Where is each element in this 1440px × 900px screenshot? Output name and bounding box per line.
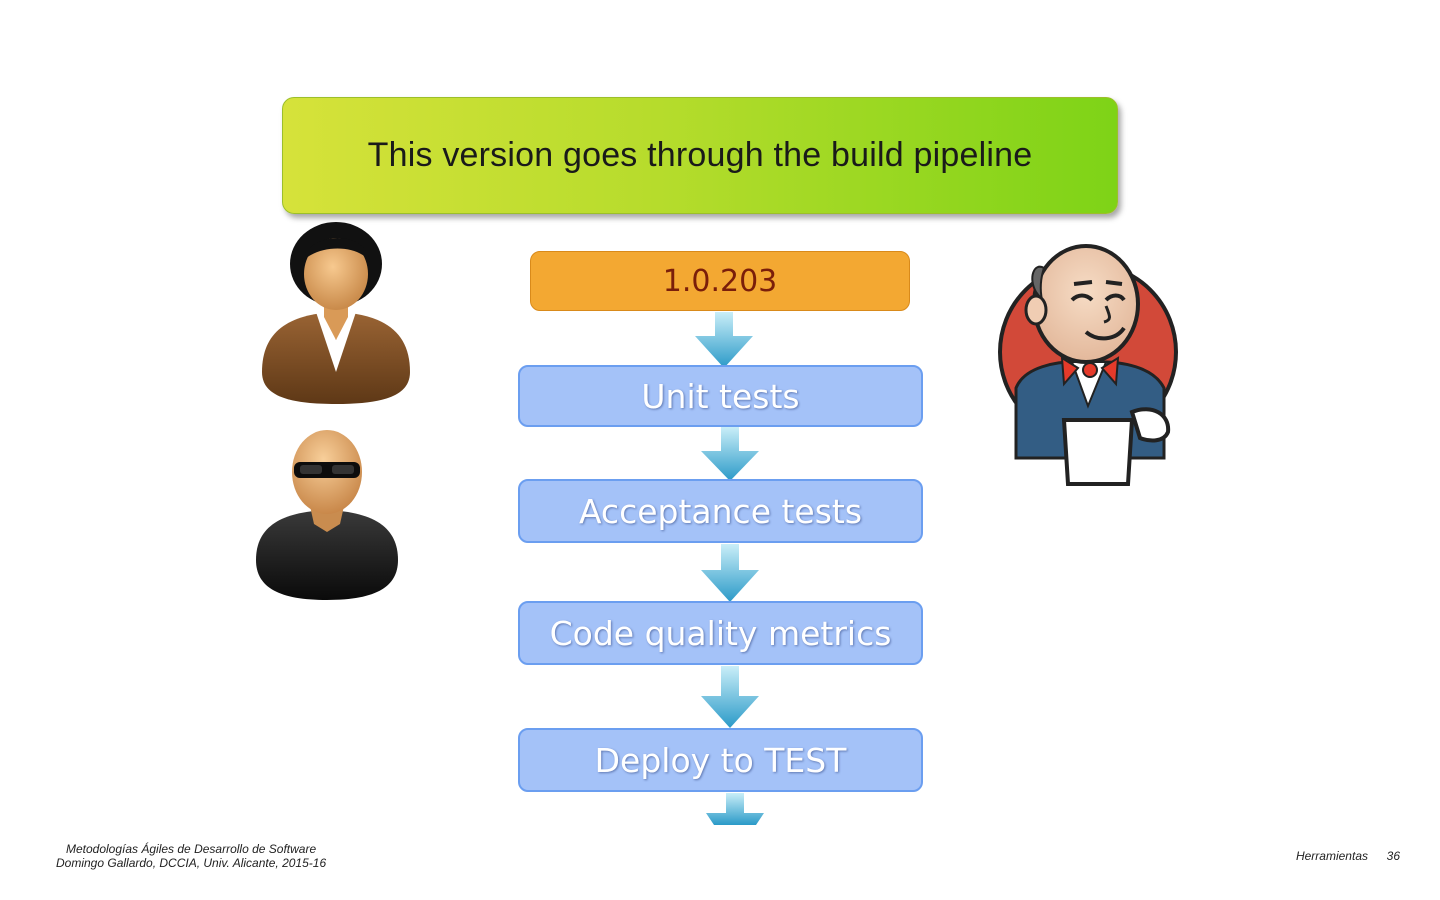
- stage-label: Code quality metrics: [549, 613, 892, 653]
- page-number: 36: [1386, 849, 1400, 863]
- slide-title: This version goes through the build pipe…: [367, 136, 1033, 174]
- footer-author: Domingo Gallardo, DCCIA, Univ. Alicante,…: [56, 856, 327, 870]
- jenkins-butler-icon: [998, 244, 1178, 486]
- down-arrow-icon: [695, 312, 753, 368]
- down-arrow-icon: [701, 427, 759, 481]
- stage-label: Acceptance tests: [578, 491, 863, 531]
- stage-code-quality-metrics: Code quality metrics: [518, 601, 923, 665]
- footer-course: Metodologías Ágiles de Desarrollo de Sof…: [65, 842, 317, 856]
- stage-label: Deploy to TEST: [594, 740, 847, 780]
- man-sunglasses-user-icon: [256, 430, 398, 600]
- footer-credits: Metodologías Ágiles de Desarrollo de Sof…: [56, 842, 326, 870]
- version-box: 1.0.203: [530, 251, 910, 311]
- down-arrow-icon: [701, 544, 759, 602]
- footer-section: Herramientas: [1295, 849, 1368, 863]
- down-arrow-icon: [701, 666, 759, 728]
- stage-label: Unit tests: [641, 376, 800, 416]
- stage-deploy-to-test: Deploy to TEST: [518, 728, 923, 792]
- stage-acceptance-tests: Acceptance tests: [518, 479, 923, 543]
- title-banner: This version goes through the build pipe…: [282, 97, 1118, 214]
- version-label: 1.0.203: [662, 263, 778, 299]
- woman-user-icon: [262, 222, 410, 404]
- stage-unit-tests: Unit tests: [518, 365, 923, 427]
- down-arrow-icon: [706, 793, 764, 825]
